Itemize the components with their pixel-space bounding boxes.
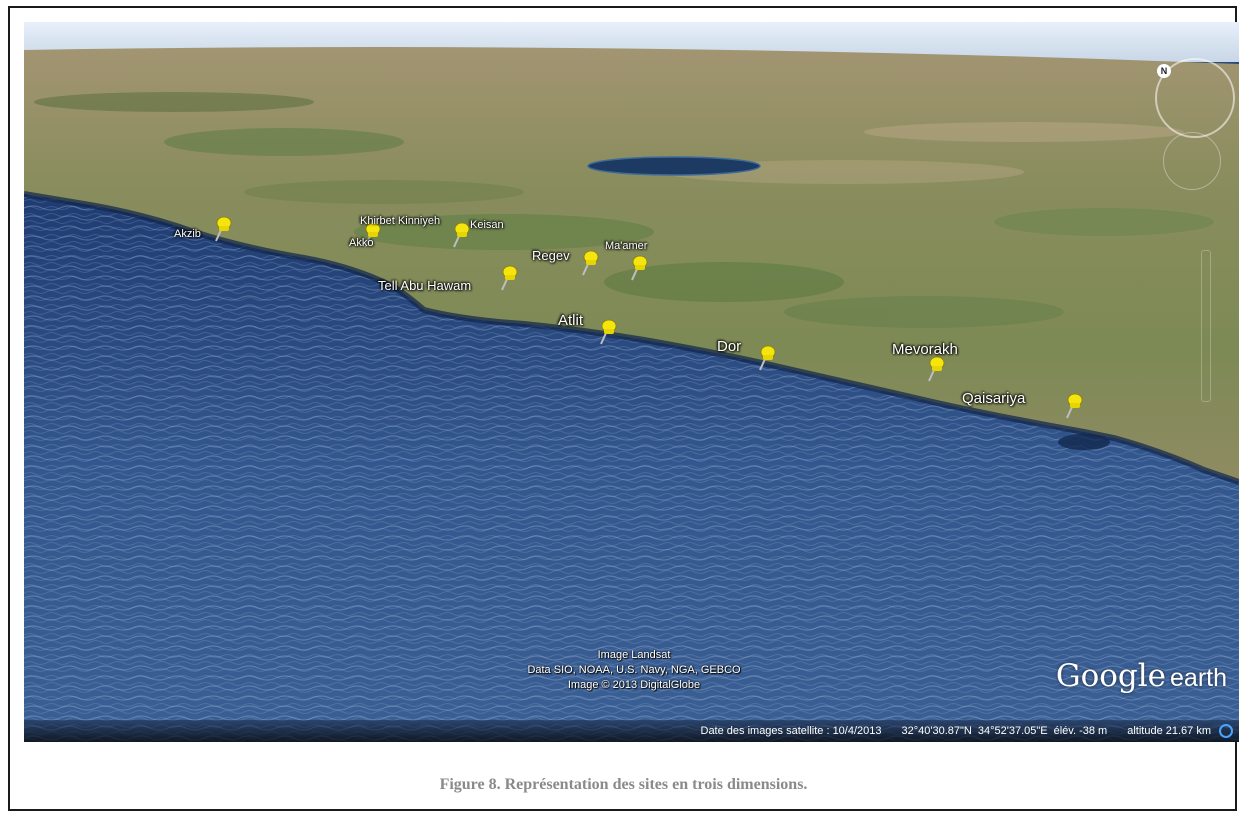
longitude-readout: 34°52'37.05"E	[977, 725, 1048, 737]
pushpin-icon[interactable]	[497, 265, 519, 291]
latitude-readout: 32°40'30.87"N	[901, 725, 972, 737]
site-label[interactable]: Dor	[717, 338, 742, 355]
site-label[interactable]: Akzib	[174, 228, 201, 240]
pushpin-icon[interactable]	[627, 255, 649, 281]
site-label[interactable]: Akko	[349, 237, 374, 249]
logo-earth-word: earth	[1170, 664, 1227, 692]
logo-google-word: Google	[1055, 658, 1167, 694]
site-label[interactable]: Khirbet Kinniyeh	[360, 215, 441, 227]
streaming-icon	[1219, 724, 1233, 738]
site-label[interactable]: Qaisariya	[962, 390, 1026, 407]
status-bar: Date des images satellite : 10/4/2013 32…	[24, 720, 1239, 742]
pushpin-icon[interactable]	[924, 356, 946, 382]
attribution-line-data: Data SIO, NOAA, U.S. Navy, NGA, GEBCO	[527, 664, 741, 676]
pushpin-icon[interactable]	[578, 250, 600, 276]
site-label[interactable]: Mevorakh	[892, 341, 958, 358]
elevation-readout: élév. -38 m	[1053, 725, 1108, 737]
zoom-slider[interactable]	[1201, 250, 1211, 402]
imagery-date: Date des images satellite : 10/4/2013	[700, 725, 882, 737]
earth-view[interactable]: N Image Landsat Data SIO, NOAA, U.S. Nav…	[24, 22, 1239, 742]
pushpin-icon[interactable]	[211, 216, 233, 242]
imagery-attribution: Image Landsat Data SIO, NOAA, U.S. Navy,…	[464, 648, 804, 693]
navigation-compass[interactable]: N	[1155, 58, 1235, 138]
compass-north-icon[interactable]: N	[1157, 64, 1171, 78]
figure-caption: Figure 8. Représentation des sites en tr…	[439, 776, 808, 793]
site-label[interactable]: Ma'amer	[605, 240, 648, 252]
pushpin-icon[interactable]	[755, 345, 777, 371]
pushpin-icon[interactable]	[449, 222, 471, 248]
site-label[interactable]: Regev	[532, 248, 570, 263]
terrain-render	[24, 22, 1239, 742]
look-control[interactable]	[1163, 132, 1221, 190]
altitude-readout: altitude 21.67 km	[1127, 725, 1211, 737]
site-label[interactable]: Tell Abu Hawam	[378, 278, 472, 293]
pushpin-icon[interactable]	[596, 319, 618, 345]
attribution-line-image: Image © 2013 DigitalGlobe	[567, 679, 701, 691]
attribution-line-landsat: Image Landsat	[597, 649, 671, 661]
pushpin-icon[interactable]	[1062, 393, 1084, 419]
pushpin-icon[interactable]	[360, 222, 382, 248]
site-label[interactable]: Keisan	[470, 219, 504, 231]
site-label[interactable]: Atlit	[558, 312, 584, 329]
